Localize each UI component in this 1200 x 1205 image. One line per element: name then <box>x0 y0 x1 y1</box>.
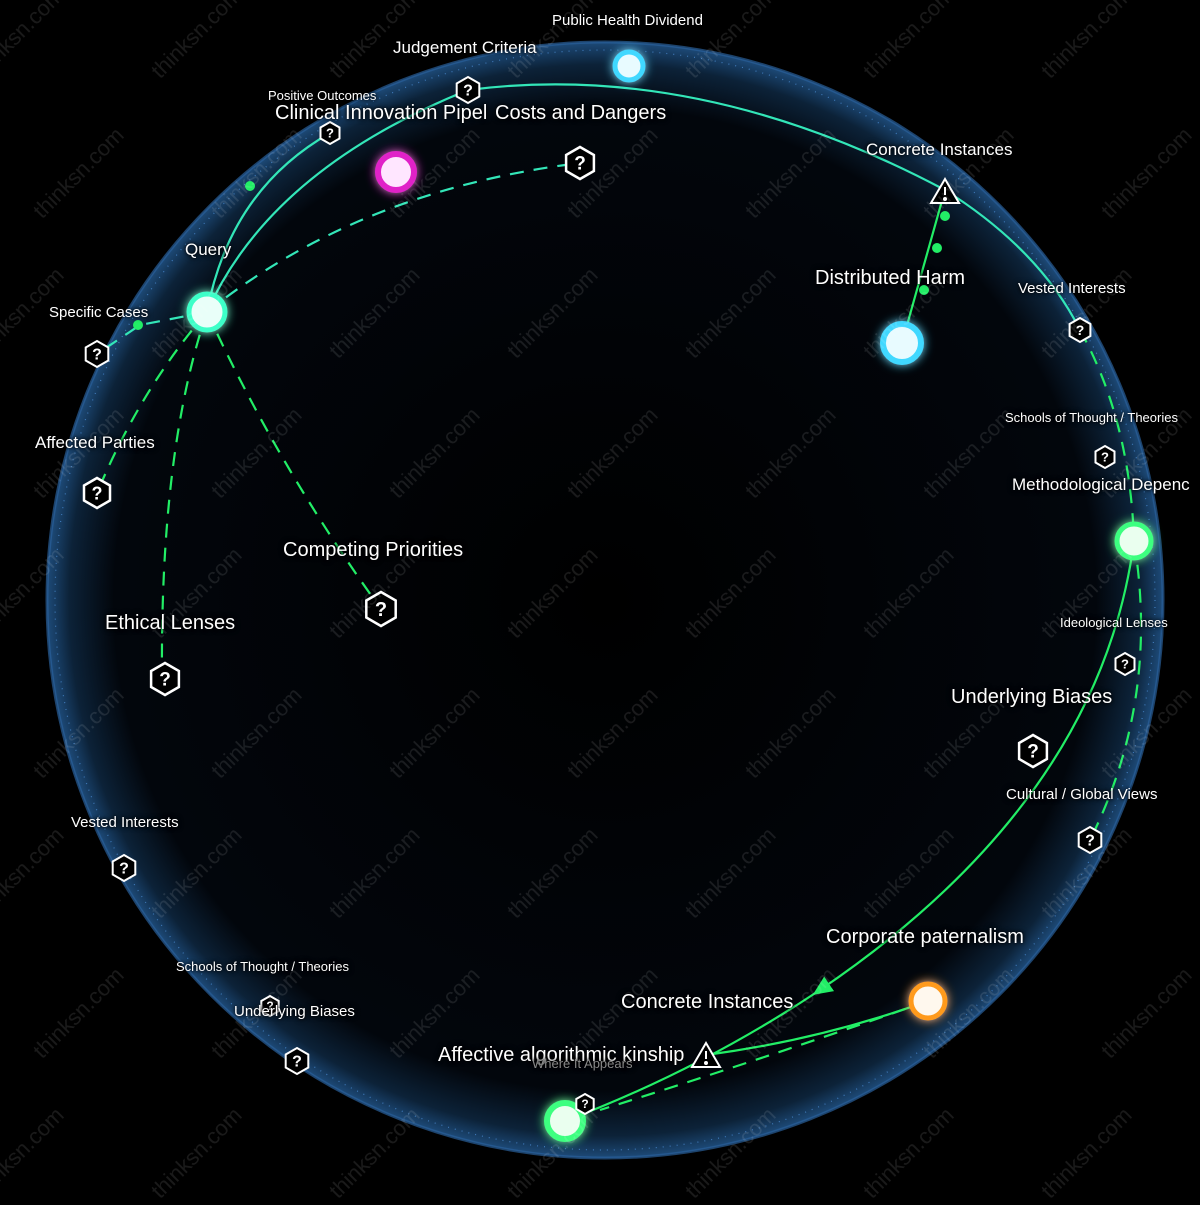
svg-text:?: ? <box>1076 322 1085 338</box>
distributed-harm-node[interactable] <box>880 321 924 365</box>
edge-vested-methodological[interactable] <box>1079 329 1136 542</box>
question-hexagon-icon[interactable]: ? <box>365 590 397 628</box>
edge-query-ethical[interactable] <box>160 311 209 680</box>
query-node[interactable] <box>186 291 228 333</box>
sphere-dots <box>54 49 1156 1151</box>
edge-distributed-concrete[interactable] <box>900 189 947 344</box>
svg-text:?: ? <box>574 154 586 175</box>
svg-text:?: ? <box>1121 657 1129 672</box>
label-schools-left: Schools of Thought / Theories <box>176 959 349 974</box>
svg-text:?: ? <box>159 670 171 691</box>
svg-text:?: ? <box>266 999 273 1013</box>
label-specific-cases: Specific Cases <box>49 304 149 321</box>
question-hexagon-icon[interactable]: ? <box>455 75 481 105</box>
edge-query-specific[interactable] <box>96 310 208 355</box>
label-vested-interests-right: Vested Interests <box>1018 280 1126 297</box>
question-hexagon-icon[interactable]: ? <box>260 994 280 1018</box>
label-competing-priorities: Competing Priorities <box>283 539 464 561</box>
label-ethical-lenses: Ethical Lenses <box>105 612 236 634</box>
edges <box>95 83 1143 1123</box>
svg-text:?: ? <box>92 346 102 363</box>
affective-kinship-node[interactable] <box>544 1100 586 1142</box>
label-where-it-appears: Where It Appears <box>532 1056 633 1071</box>
methodological-node[interactable] <box>1114 521 1154 561</box>
label-public-health-dividend: Public Health Dividend <box>552 12 703 29</box>
label-query: Query <box>185 240 232 259</box>
edge-query-clinical[interactable] <box>205 88 469 313</box>
label-methodological: Methodological Depenc <box>1012 475 1190 494</box>
sphere-rim <box>45 40 1165 1160</box>
question-icons: ???????????????? <box>82 75 1136 1116</box>
label-concrete-instances-bottom: Concrete Instances <box>621 991 794 1013</box>
label-positive-outcomes: Positive Outcomes <box>268 88 377 103</box>
question-hexagon-icon[interactable]: ? <box>1114 651 1136 677</box>
edge-concrete-vested[interactable] <box>944 189 1081 331</box>
question-hexagon-icon[interactable]: ? <box>564 145 596 181</box>
label-vested-interests-left: Vested Interests <box>71 814 179 831</box>
svg-text:?: ? <box>1085 832 1095 849</box>
svg-text:?: ? <box>92 483 103 503</box>
warning-triangle-icon[interactable] <box>929 177 961 204</box>
question-hexagon-icon[interactable]: ? <box>1068 316 1092 344</box>
label-corporate-paternalism: Corporate paternalism <box>826 926 1024 948</box>
edge-corporate-affective[interactable] <box>599 999 929 1112</box>
svg-text:?: ? <box>326 126 334 141</box>
svg-text:?: ? <box>1027 742 1039 763</box>
svg-text:?: ? <box>119 860 129 877</box>
label-underlying-biases-right: Underlying Biases <box>951 686 1113 708</box>
nodes <box>186 49 1154 1142</box>
public-health-dividend-node[interactable] <box>612 49 646 83</box>
label-distributed-harm: Distributed Harm <box>815 267 966 289</box>
label-ideological-lenses: Ideological Lenses <box>1060 615 1168 630</box>
label-affective-kinship: Affective algorithmic kinship <box>438 1044 685 1066</box>
edge-methodological-cultural[interactable] <box>1089 540 1143 841</box>
edge-query-costs[interactable] <box>206 161 581 313</box>
edge-methodological-affective[interactable] <box>564 540 1136 1123</box>
svg-text:?: ? <box>463 82 473 99</box>
svg-text:?: ? <box>375 599 387 621</box>
edge-query-competing[interactable] <box>206 311 382 610</box>
question-hexagon-icon[interactable]: ? <box>111 853 137 883</box>
edge-query-affected[interactable] <box>95 311 208 494</box>
svg-text:?: ? <box>581 1097 588 1111</box>
question-hexagon-icon[interactable]: ? <box>1017 733 1049 769</box>
question-hexagon-icon[interactable]: ? <box>82 476 112 510</box>
svg-text:?: ? <box>1101 450 1109 465</box>
question-hexagon-icon[interactable]: ? <box>319 120 341 146</box>
svg-text:?: ? <box>292 1053 302 1070</box>
question-hexagon-icon[interactable]: ? <box>1094 444 1116 470</box>
label-clinical-innovation: Clinical Innovation Pipel <box>275 102 488 124</box>
corporate-paternalism-node[interactable] <box>908 981 948 1021</box>
warning-triangle-icon[interactable] <box>690 1041 722 1068</box>
label-costs-and-dangers: Costs and Dangers <box>495 102 667 124</box>
label-concrete-instances-top: Concrete Instances <box>866 140 1013 159</box>
question-hexagon-icon[interactable]: ? <box>1077 825 1103 855</box>
question-hexagon-icon[interactable]: ? <box>575 1092 595 1116</box>
edge-query-positive-outcomes[interactable] <box>205 132 331 313</box>
label-schools-right: Schools of Thought / Theories <box>1005 410 1178 425</box>
warning-icons <box>690 177 961 1068</box>
question-hexagon-icon[interactable]: ? <box>84 339 110 369</box>
label-judgement-criteria: Judgement Criteria <box>393 38 537 57</box>
question-hexagon-icon[interactable]: ? <box>284 1046 310 1076</box>
label-cultural-global: Cultural / Global Views <box>1006 786 1158 803</box>
sphere-background <box>47 42 1163 1158</box>
edge-judgement-concrete[interactable] <box>467 83 946 191</box>
label-underlying-biases-left: Underlying Biases <box>234 1003 355 1020</box>
edge-dots <box>133 181 950 330</box>
clinical-innovation-node[interactable] <box>375 151 417 193</box>
label-affected-parties: Affected Parties <box>35 433 155 452</box>
question-hexagon-icon[interactable]: ? <box>149 661 181 697</box>
